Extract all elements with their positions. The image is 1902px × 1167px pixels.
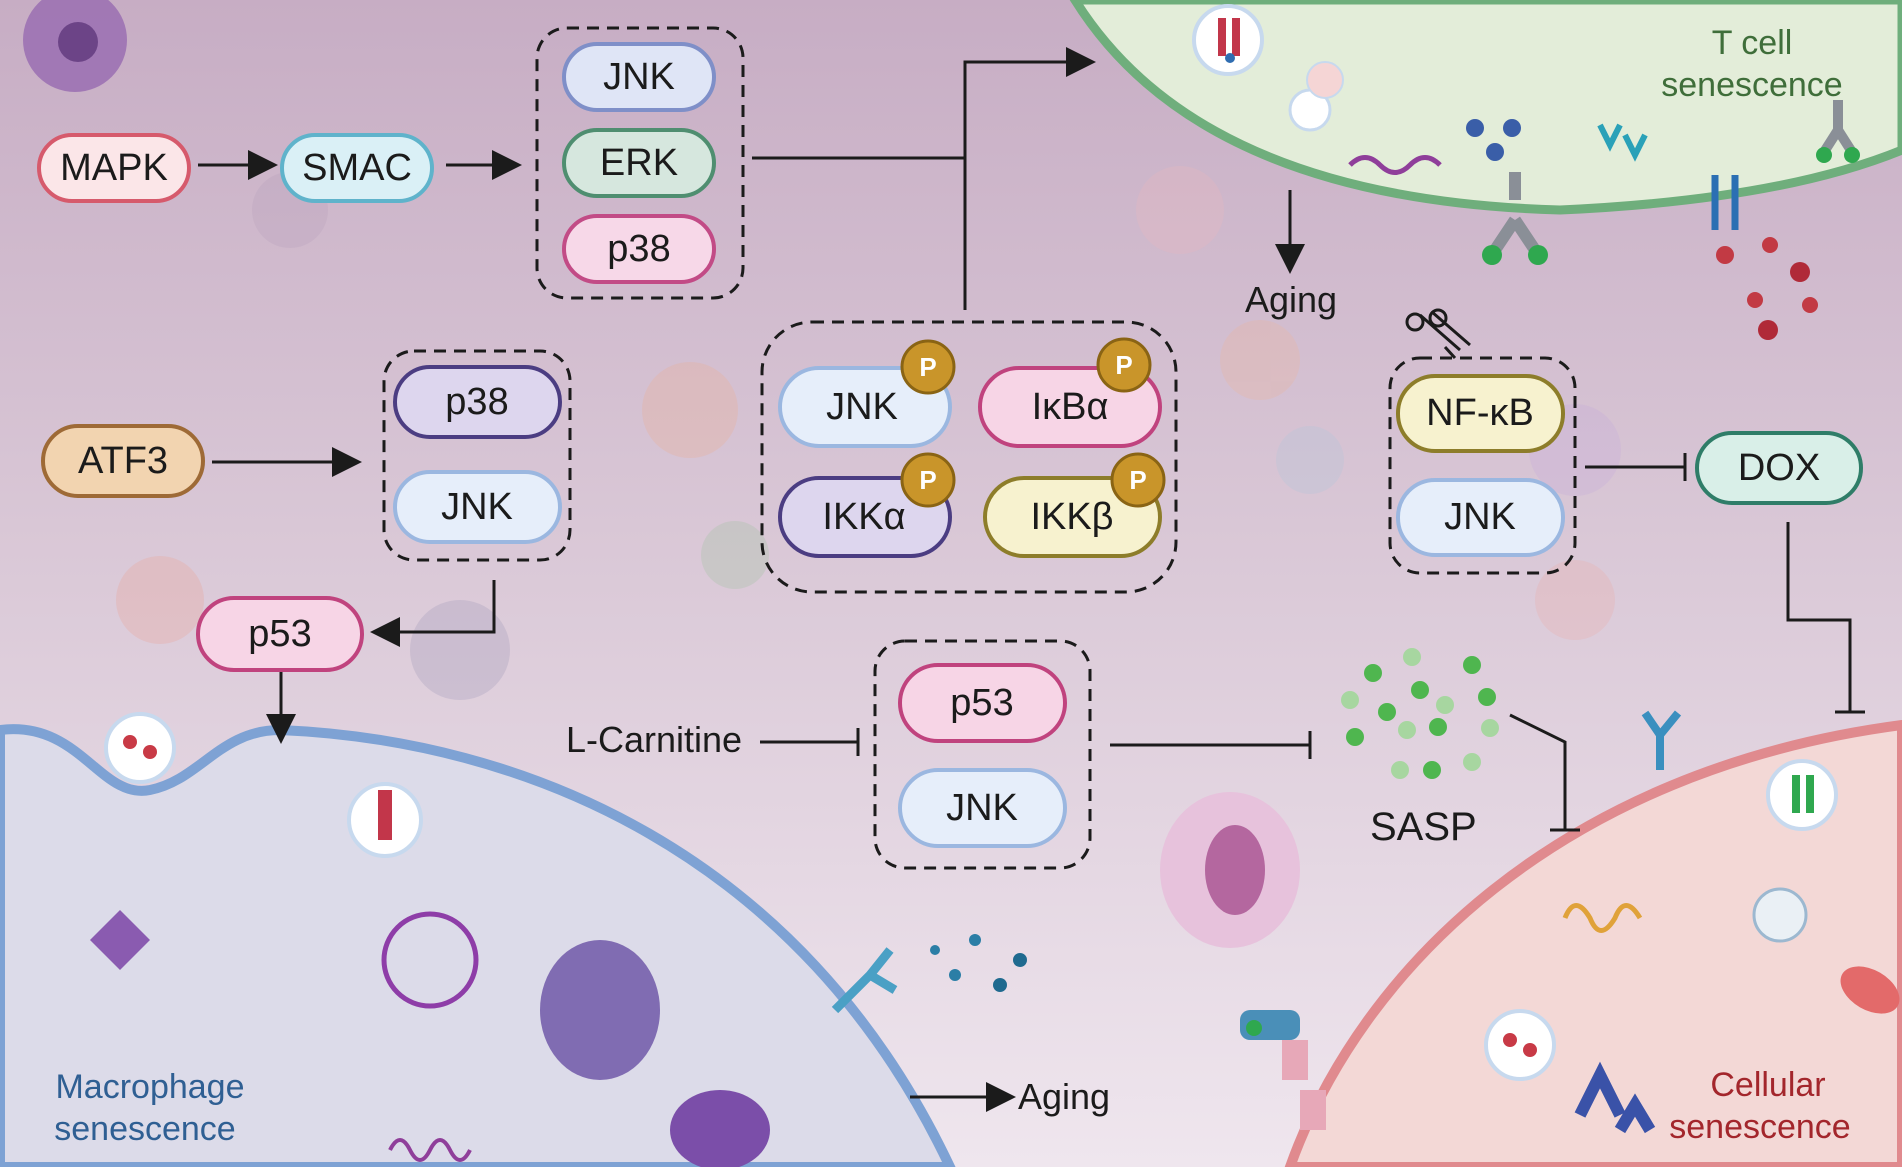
- t-cell-title-line2: senescence: [1661, 66, 1842, 104]
- node-p53-left: p53: [196, 596, 364, 672]
- neutrophil-icon: [1160, 792, 1300, 948]
- svg-text:NF-κB: NF-κB: [1426, 392, 1534, 434]
- cellular-title-line2: senescence: [1669, 1108, 1850, 1146]
- svg-text:JNK: JNK: [826, 386, 898, 428]
- background-cells: [116, 166, 1621, 700]
- vesicle-icon: [1484, 1009, 1556, 1081]
- cellular-cell: Cellular senescence: [1240, 719, 1902, 1167]
- svg-text:P: P: [1129, 465, 1146, 495]
- phospho-badge: P: [1096, 337, 1152, 393]
- phospho-badge: P: [900, 452, 956, 508]
- nucleosome-icon: [670, 1090, 770, 1167]
- connectors: [198, 47, 1865, 1112]
- vesicle-icon: [104, 712, 176, 784]
- label-sasp: SASP: [1370, 805, 1477, 849]
- node-ikkb: IKKβ: [983, 476, 1162, 558]
- svg-text:P: P: [919, 352, 936, 382]
- label-aging-bottom: Aging: [1018, 1076, 1110, 1117]
- node-smac: SMAC: [280, 133, 434, 203]
- node-mapk: MAPK: [37, 133, 191, 203]
- svg-text:JNK: JNK: [946, 787, 1018, 829]
- node-erk: ERK: [562, 128, 716, 198]
- svg-text:SMAC: SMAC: [302, 147, 412, 189]
- node-p53-center: p53: [898, 663, 1067, 743]
- t-cell: T cell senescence: [1069, 0, 1902, 265]
- macrophage-title-line2: senescence: [54, 1110, 235, 1148]
- label-l-carnitine: L-Carnitine: [566, 719, 742, 760]
- macrophage-cell: Macrophage senescence: [0, 712, 956, 1167]
- golgi-icon: [540, 940, 660, 1080]
- antibody-icon: [1641, 710, 1682, 770]
- scissors-icon: [1405, 308, 1471, 352]
- svg-text:p38: p38: [445, 381, 508, 423]
- cytokine-dots: [1716, 237, 1818, 340]
- node-jnk-right: JNK: [1396, 478, 1565, 557]
- jak-receptor-icon: [1240, 1010, 1326, 1130]
- svg-text:ATF3: ATF3: [78, 440, 168, 482]
- node-jnk-center: JNK: [898, 768, 1067, 848]
- group-p53-jnk: [873, 639, 1092, 870]
- svg-text:MAPK: MAPK: [60, 147, 168, 189]
- node-jnk-phos: JNK: [778, 366, 952, 448]
- node-p38-top: p38: [562, 214, 716, 284]
- svg-text:JNK: JNK: [1444, 496, 1516, 538]
- label-aging-top: Aging: [1245, 279, 1337, 320]
- group-top-kinases: [535, 26, 745, 300]
- receptor-icon: [1192, 4, 1264, 76]
- macrophage-title-line1: Macrophage: [55, 1068, 244, 1106]
- receptor-icon: [1766, 759, 1838, 831]
- svg-text:p53: p53: [248, 613, 311, 655]
- mitochondria-icon: [1840, 966, 1900, 1014]
- svg-text:IκBα: IκBα: [1032, 386, 1109, 428]
- svg-text:IKKα: IKKα: [822, 496, 905, 538]
- sasp-particles: [1341, 648, 1499, 779]
- purple-cell-icon: [23, 0, 127, 92]
- svg-text:DOX: DOX: [1738, 447, 1820, 489]
- node-nfkb: NF-κB: [1396, 374, 1565, 453]
- svg-text:JNK: JNK: [603, 56, 675, 98]
- node-p38-mid: p38: [393, 365, 562, 439]
- rna-icon: [1562, 903, 1643, 933]
- t-cell-title-line1: T cell: [1712, 24, 1793, 62]
- plasmid-icon: [381, 911, 479, 1009]
- node-dox: DOX: [1695, 431, 1863, 505]
- svg-text:ERK: ERK: [600, 142, 678, 184]
- svg-text:P: P: [919, 465, 936, 495]
- group-p38-jnk: [382, 349, 572, 562]
- svg-text:JNK: JNK: [441, 486, 513, 528]
- group-nfkb-jnk: [1388, 356, 1577, 575]
- node-jnk-top: JNK: [562, 42, 716, 112]
- antibody-icon: [831, 934, 1027, 1014]
- antibody-icon: [1482, 172, 1548, 265]
- antibody-icon: [1816, 100, 1860, 163]
- svg-text:IKKβ: IKKβ: [1030, 496, 1113, 538]
- dna-icon: [1348, 155, 1442, 175]
- svg-text:p38: p38: [607, 228, 670, 270]
- node-atf3: ATF3: [41, 424, 205, 498]
- neuron-icon: [1752, 887, 1808, 943]
- cellular-title-line1: Cellular: [1710, 1066, 1825, 1104]
- svg-text:p53: p53: [950, 682, 1013, 724]
- node-jnk-mid: JNK: [393, 470, 562, 544]
- phospho-badge: P: [1110, 452, 1166, 508]
- phospho-badge: P: [900, 339, 956, 395]
- channel-icon: [90, 910, 150, 970]
- receptor-icon: [1711, 175, 1739, 230]
- svg-text:P: P: [1115, 350, 1132, 380]
